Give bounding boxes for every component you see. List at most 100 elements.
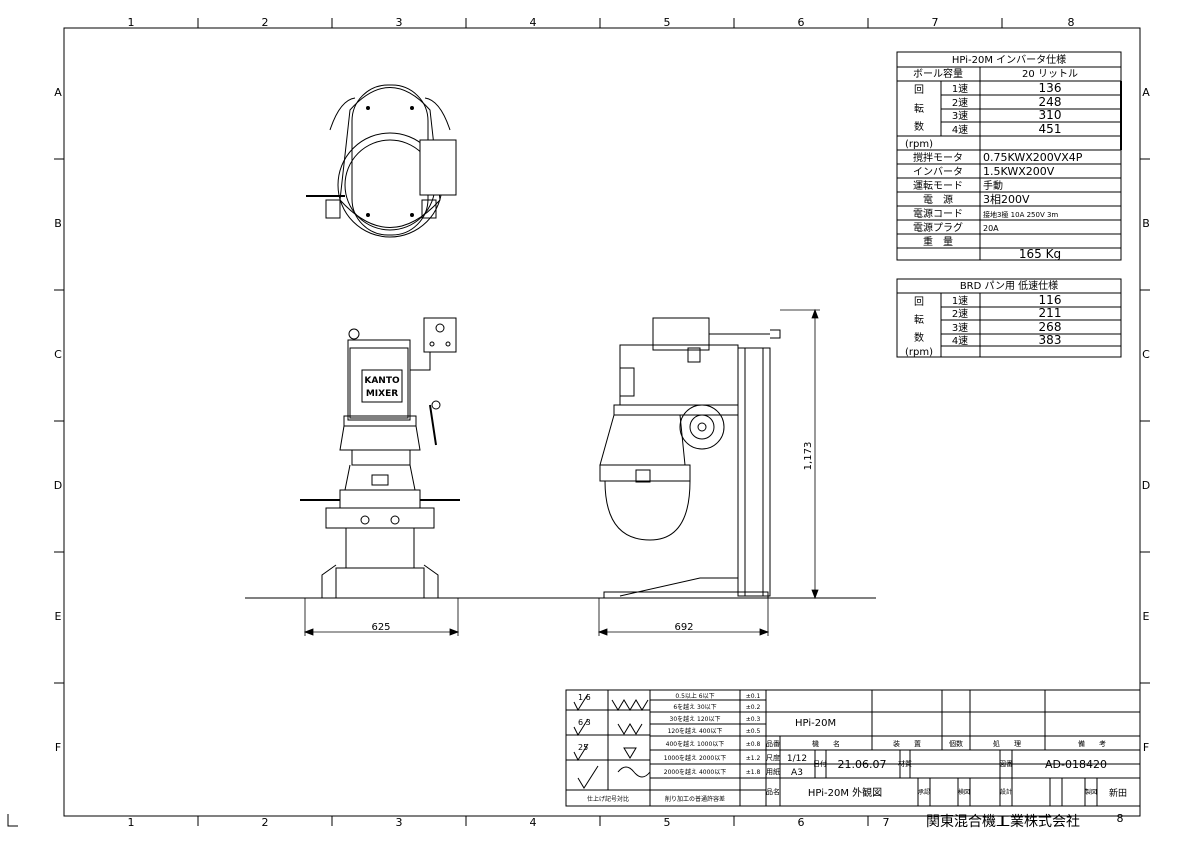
spec2-speed-2-value: 211	[1039, 306, 1062, 320]
title-block	[765, 689, 1141, 807]
title-col-remarks: 備 考	[1078, 739, 1106, 748]
row-label-b-right: B	[1142, 217, 1150, 230]
col-label-8: 8	[1068, 16, 1075, 29]
dim-front-width: 625	[371, 622, 390, 633]
title-check-label: 検図	[958, 788, 970, 796]
spec2-speed-2-label: 2速	[952, 308, 968, 320]
spec1-power-value: 3相200V	[983, 193, 1030, 206]
spec2-group-char-1: 回	[914, 296, 924, 308]
side-view	[599, 317, 781, 599]
dimension-lines	[303, 308, 820, 636]
title-col-process: 処 理	[993, 739, 1021, 748]
title-col-device: 装 置	[893, 739, 921, 748]
title-design-label: 設計	[1000, 788, 1012, 796]
spec1-motor-label: 撹拌モータ	[913, 151, 963, 164]
title-drafter: 新田	[1109, 787, 1127, 799]
logo-line-1: KANTO	[364, 376, 400, 386]
spec2-speed-1-label: 1速	[952, 295, 968, 307]
spec1-speed-2-value: 248	[1039, 95, 1062, 109]
col-label-5-bottom: 5	[664, 816, 671, 829]
front-view	[300, 317, 460, 599]
spec1-motor-value: 0.75KWX200VX4P	[983, 151, 1083, 164]
tol-value-3: ±0.3	[746, 716, 761, 723]
dim-height: 1,173	[803, 442, 814, 471]
spec-table-2	[896, 278, 1122, 358]
spec1-cord-label: 電源コード	[913, 207, 963, 220]
title-paper-label: 用紙	[766, 767, 780, 776]
tol-range-1: 0.5以上 6以下	[675, 692, 714, 700]
col-label-3-bottom: 3	[396, 816, 403, 829]
spec1-speed-1-value: 136	[1039, 81, 1062, 95]
spec2-speed-3-value: 268	[1039, 320, 1062, 334]
title-approve-label: 承認	[918, 788, 930, 796]
tol-value-2: ±0.2	[746, 704, 761, 711]
spec1-inverter-label: インバータ	[913, 166, 963, 178]
row-label-d: D	[54, 479, 62, 492]
title-col-item-no: 品番	[766, 740, 780, 748]
tol-range-6: 1000を越え 2000以下	[664, 754, 726, 762]
row-label-f-right: F	[1143, 741, 1149, 754]
spec1-speed-4-value: 451	[1039, 122, 1062, 136]
drawing-frame	[63, 27, 1141, 817]
spec1-weight-label: 重 量	[923, 235, 953, 248]
row-label-e: E	[55, 610, 62, 623]
spec1-plug-label: 電源プラグ	[913, 221, 963, 234]
tol-range-2: 6を越え 30以下	[673, 703, 716, 711]
col-label-1: 1	[128, 16, 135, 29]
col-label-3: 3	[396, 16, 403, 29]
tol-value-4: ±0.5	[746, 728, 761, 735]
col-label-6-bottom: 6	[798, 816, 805, 829]
spec1-inverter-value: 1.5KWX200V	[983, 165, 1055, 178]
title-drawing-no: AD-018420	[1045, 758, 1107, 771]
title-col-qty: 個数	[949, 739, 963, 748]
spec1-mode-label: 運転モード	[913, 180, 963, 192]
title-col-name: 機 名	[812, 739, 840, 748]
spec1-group-char-1: 回	[914, 84, 924, 96]
title-draw-label: 製図	[1085, 788, 1097, 796]
side-view-logo	[619, 367, 635, 397]
tol-value-6: ±1.2	[746, 755, 761, 762]
spec1-group-char-2: 転	[914, 103, 924, 115]
tol-footer-right: 削り加工の普通許容差	[665, 795, 725, 803]
col-label-4: 4	[530, 16, 537, 29]
tol-range-7: 2000を越え 4000以下	[664, 768, 726, 776]
spec2-group-char-3: 数	[914, 331, 924, 344]
col-label-5: 5	[664, 16, 671, 29]
spec1-cord-value: 接地3極 10A 250V 3m	[983, 210, 1058, 219]
zone-ticks	[7, 18, 1150, 827]
spec1-power-label: 電 源	[923, 193, 953, 206]
spec1-speed-4-label: 4速	[952, 124, 968, 136]
title-paper-value: A3	[791, 768, 803, 778]
row-label-b: B	[54, 217, 62, 230]
spec2-speed-1-value: 116	[1039, 293, 1062, 307]
finish-symbol-3: 25	[578, 743, 588, 752]
tol-footer-left: 仕上げ記号対比	[587, 795, 629, 803]
col-label-4-bottom: 4	[530, 816, 537, 829]
row-label-c-right: C	[1142, 348, 1150, 361]
spec2-rpm-label: (rpm)	[905, 347, 933, 358]
tolerance-table	[565, 689, 767, 807]
spec2-group-char-2: 転	[914, 314, 924, 326]
spec1-rpm-label: (rpm)	[905, 139, 933, 150]
col-label-7: 7	[932, 16, 939, 29]
spec1-bowl-value: 20 リットル	[1022, 69, 1078, 80]
tol-value-1: ±0.1	[746, 693, 761, 700]
spec2-speed-4-value: 383	[1039, 333, 1062, 347]
spec2-title: BRD パン用 低速仕様	[960, 279, 1058, 292]
tol-range-5: 400を越え 1000以下	[666, 740, 725, 748]
title-scale-label: 尺度	[766, 753, 780, 762]
spec1-speed-2-label: 2速	[952, 97, 968, 109]
row-label-e-right: E	[1143, 610, 1150, 623]
title-material-label: 材質	[898, 759, 912, 768]
title-name-label: 品名	[766, 787, 780, 796]
spec1-mode-value: 手動	[983, 179, 1003, 192]
spec2-speed-3-label: 3速	[952, 322, 968, 334]
logo-line-2: MIXER	[366, 389, 398, 399]
col-label-6: 6	[798, 16, 805, 29]
tol-value-7: ±1.8	[746, 769, 761, 776]
finish-symbol-2: 6.3	[578, 718, 591, 727]
spec1-speed-1-label: 1速	[952, 83, 968, 95]
tol-range-3: 30を越え 120以下	[670, 715, 721, 723]
tol-range-4: 120を越え 400以下	[668, 727, 723, 735]
dim-side-width: 692	[674, 622, 693, 633]
